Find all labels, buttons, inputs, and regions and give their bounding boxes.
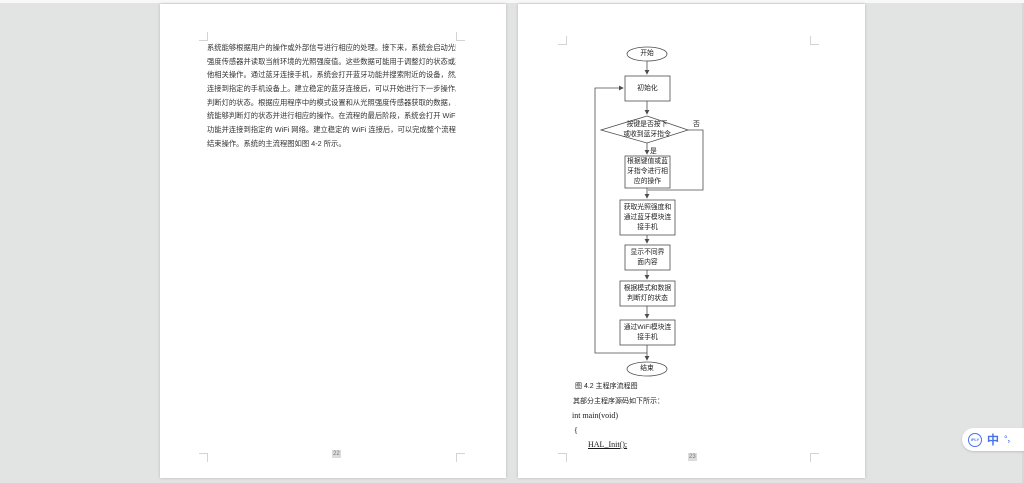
judge-box-label: 根据模式和数据 判断灯的状态 — [623, 284, 672, 302]
paragraph-line: 功能并连接到指定的 WiFi 网络。建立稳定的 WiFi 连接后，可以完成整个流… — [207, 125, 456, 135]
page-number: 22 — [332, 450, 341, 458]
margin-mark-bottom-right — [456, 453, 465, 462]
end-terminal-shape — [626, 361, 668, 377]
decision-diamond-label: 按键是否按下 或收到蓝牙指令 — [623, 121, 671, 138]
display-box-label: 显示不同界 面内容 — [630, 248, 665, 266]
code-line: int main(void) — [572, 411, 618, 420]
paragraph-line: 连接到指定的手机设备上。建立稳定的蓝牙连接后，可以开始进行下一步操作。 — [207, 84, 456, 94]
scrollbar-track[interactable] — [1022, 3, 1024, 483]
paragraph-line: 判断灯的状态。根据应用程序中的模式设置和从光照强度传感器获取的数据，系 — [207, 97, 456, 107]
margin-mark-top-right — [810, 36, 819, 45]
margin-mark-bottom-right — [810, 453, 819, 462]
init-box-shape — [624, 75, 671, 102]
wifi-box-shape — [619, 319, 676, 346]
branch-label-no: 否 — [693, 121, 700, 128]
light-box-label: 获取光照强度和 通过蓝牙模块连 接手机 — [623, 203, 672, 231]
init-box-label: 初始化 — [637, 84, 658, 92]
code-line: { — [574, 426, 578, 435]
ime-logo-icon[interactable]: iFLY — [968, 432, 982, 447]
top-edge-strip — [0, 0, 1024, 3]
ime-punctuation-toggle-icon[interactable]: °， — [1004, 434, 1016, 444]
margin-mark-top-right — [456, 32, 465, 41]
margin-mark-bottom-left — [199, 453, 208, 462]
paragraph[interactable]: 系统能够根据用户的操作或外部信号进行相应的处理。接下来，系统会启动光照 强度传感… — [207, 41, 456, 151]
code-line: HAL_Init(); — [588, 440, 628, 449]
paragraph-line: 系统能够根据用户的操作或外部信号进行相应的处理。接下来，系统会启动光照 — [207, 43, 456, 52]
flowchart-figure — [594, 46, 704, 377]
page-number: 23 — [688, 453, 697, 461]
document-page-22[interactable]: 系统能够根据用户的操作或外部信号进行相应的处理。接下来，系统会启动光照 强度传感… — [160, 4, 506, 478]
document-page-23[interactable]: 开始 初始化 按键是否按下 或收到蓝牙指令 否 是 根据键值或蓝 牙指令进行相 … — [518, 4, 865, 478]
margin-mark-bottom-left — [558, 453, 567, 462]
op-box-shape — [624, 155, 671, 189]
light-box-shape — [619, 199, 676, 236]
paragraph-line: 结束操作。系统的主流程图如图 4-2 所示。 — [207, 138, 346, 148]
start-terminal-label: 开始 — [640, 50, 654, 57]
paragraph-line: 他相关操作。通过蓝牙连接手机，系统会打开蓝牙功能并搜索附近的设备，然后 — [207, 70, 456, 80]
figure-caption: 图 4.2 主程序流程图 — [575, 383, 638, 390]
end-terminal-label: 结束 — [640, 365, 654, 372]
ime-chinese-mode-toggle[interactable]: 中 — [987, 432, 1000, 447]
paragraph-line: 强度传感器并读取当前环境的光照强度值。这些数据可能用于调整灯的状态或其 — [207, 56, 456, 66]
branch-label-yes: 是 — [650, 148, 657, 155]
ime-status-bar[interactable]: iFLY 中 °， — [962, 428, 1024, 451]
paragraph-line: 统能够判断灯的状态并进行相应的操作。在流程的最后阶段，系统会打开 WiFi — [207, 111, 456, 121]
code-intro-text: 其部分主程序源码如下所示： — [573, 398, 664, 405]
display-box-shape — [624, 244, 671, 271]
margin-mark-top-left — [199, 32, 208, 41]
op-box-label: 根据键值或蓝 牙指令进行相 应的操作 — [627, 158, 668, 185]
judge-box-shape — [619, 280, 676, 307]
wifi-box-label: 通过WiFi模块连 接手机 — [623, 323, 672, 341]
margin-mark-top-left — [558, 36, 567, 45]
